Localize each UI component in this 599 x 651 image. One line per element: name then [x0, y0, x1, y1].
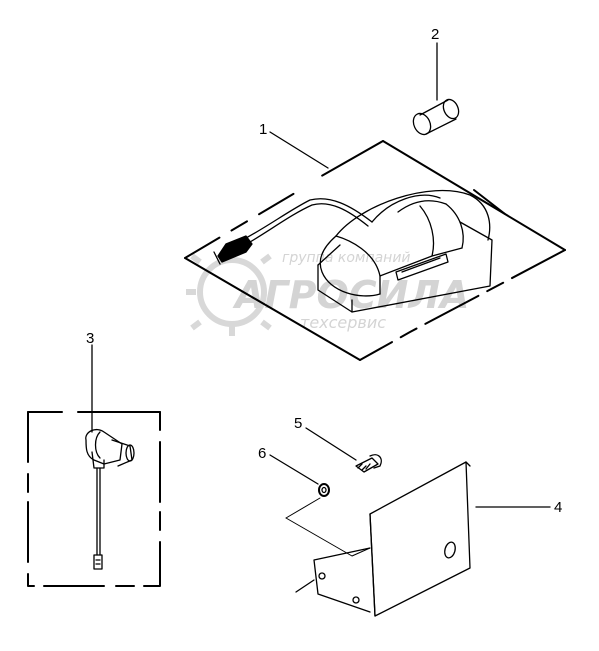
watermark-line2: АГРОСИЛА — [232, 273, 469, 317]
watermark-line3: техсервис — [300, 313, 386, 332]
item-1-kit-envelope — [184, 140, 566, 361]
item-3-elbow-sensor — [85, 428, 135, 570]
leader-lines — [91, 42, 551, 508]
item-1-controller-module — [213, 189, 493, 313]
callout-1: 1 — [259, 121, 267, 138]
watermark: группа компаний АГРОСИЛА техсервис — [186, 248, 469, 336]
item-2-cap — [412, 98, 460, 136]
callout-3: 3 — [86, 330, 94, 347]
callout-6: 6 — [258, 445, 266, 462]
callout-5: 5 — [294, 415, 302, 432]
item-6-washer — [318, 483, 330, 497]
leader-1 — [269, 131, 329, 169]
item-5-screw — [355, 454, 382, 473]
callout-labels: 1 2 3 4 5 6 — [86, 26, 562, 516]
leader-5 — [305, 427, 357, 461]
callout-4: 4 — [554, 499, 562, 516]
watermark-line1: группа компаний — [282, 250, 411, 266]
item-4-bracket — [285, 461, 471, 617]
callout-2: 2 — [431, 26, 439, 43]
leader-6 — [269, 454, 319, 485]
